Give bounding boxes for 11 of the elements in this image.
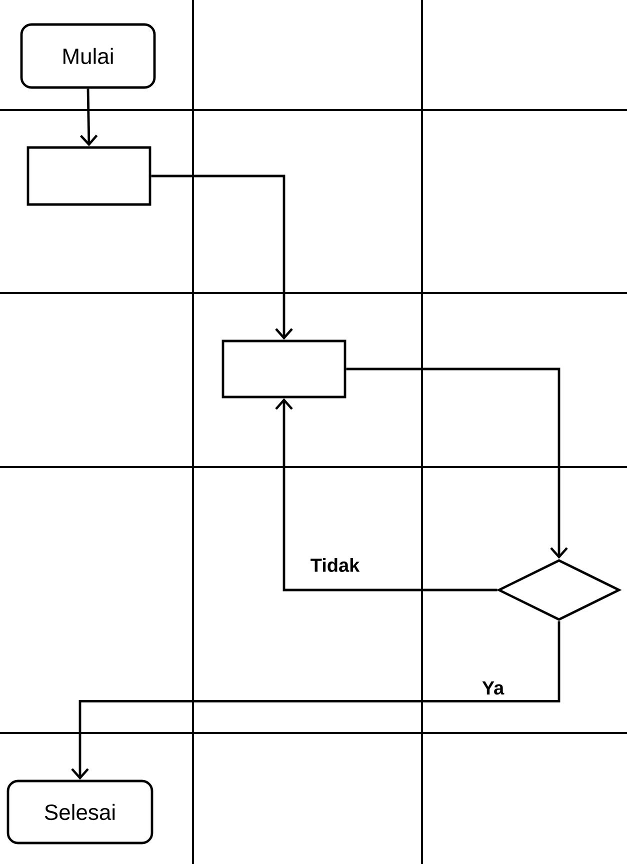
terminal-box: Selesai — [6, 780, 154, 844]
arrow — [346, 368, 568, 559]
arrow — [71, 621, 560, 780]
edge-label: Ya — [480, 680, 506, 696]
arrow — [275, 398, 498, 592]
process-box — [222, 340, 346, 398]
arrow — [80, 88, 98, 146]
edge-label: Tidak — [309, 557, 361, 573]
process-box — [26, 146, 152, 206]
arrow — [151, 174, 293, 340]
terminal-box: Mulai — [20, 23, 156, 89]
